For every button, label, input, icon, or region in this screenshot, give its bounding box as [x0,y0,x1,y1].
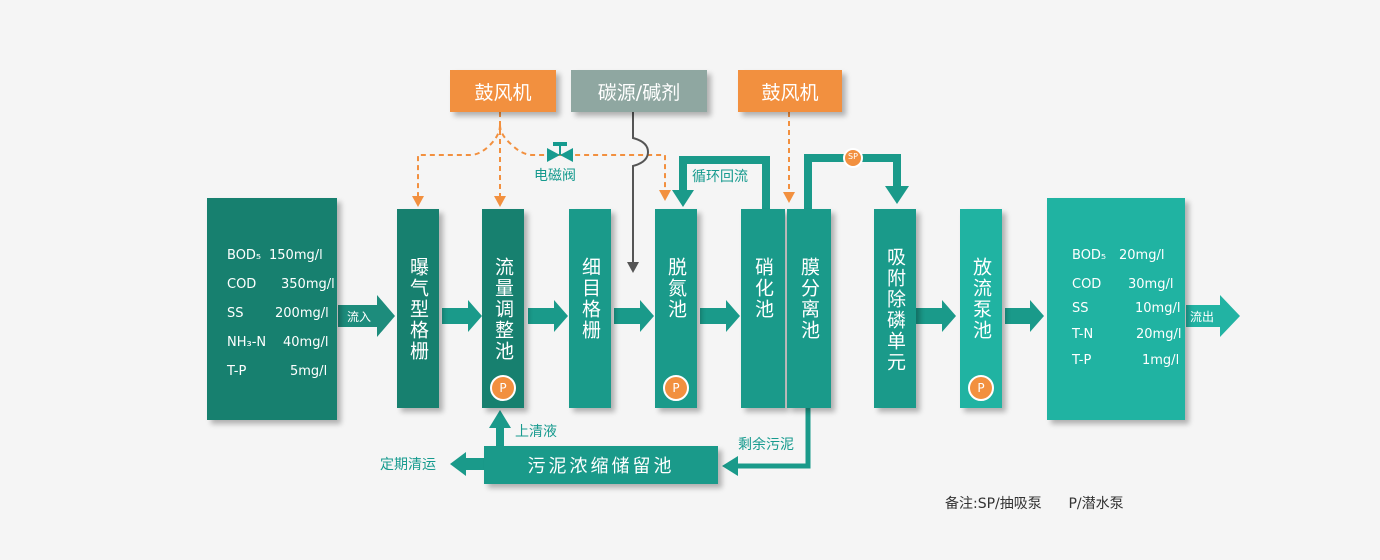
nitrification-tank-label: 硝化池 [752,257,774,320]
membrane-tank: 膜分离池 [787,209,831,408]
submersible-pump-icon: P [663,375,689,401]
sludge-tank-label: 污泥浓缩储留池 [527,456,675,477]
submersible-pump-icon: P [490,375,516,401]
equalization-tank: 流量调整池 P [482,209,524,408]
air-arrow-denitrification [659,190,671,201]
membrane-tank-label: 膜分离池 [798,257,820,341]
blower-2-box: 鼓风机 [738,70,842,112]
air-line-blower-1 [417,112,666,205]
removal-arrow [450,452,484,476]
equalization-tank-label: 流量调整池 [492,257,514,362]
excess-sludge-label: 剩余污泥 [738,437,794,453]
influent-panel: BOD₅ 150mg/l COD 350mg/l SS 200mg/l NH₃-… [207,198,337,420]
influent-param: NH₃-N [227,335,267,350]
periodic-removal-label: 定期清运 [380,457,436,473]
discharge-pump-tank-label: 放流泵池 [970,257,992,341]
excess-sludge-arrow [722,456,738,476]
solenoid-valve-icon [547,142,573,162]
fine-screen-tank: 细目格栅 [569,209,611,408]
influent-value: 150mg/l [269,248,323,263]
supernatant-label: 上清液 [515,424,557,440]
nitrification-tank: 硝化池 [741,209,785,408]
aeration-screen-tank: 曝气型格栅 [397,209,439,408]
influent-value: 5mg/l [290,364,328,379]
blower-2-label: 鼓风机 [761,81,819,104]
circulation-return-line [679,156,770,210]
submersible-pump-icon: P [968,375,994,401]
influent-param: T-P [227,364,247,379]
effluent-panel: BOD₅ 20mg/l COD 30mg/l SS 10mg/l T-N 20m… [1047,198,1185,420]
outflow-label: 流出 [1190,310,1215,324]
effluent-param: COD [1072,277,1102,292]
influent-value: 200mg/l [275,306,329,321]
supernatant-arrow [489,410,511,428]
effluent-value: 20mg/l [1136,327,1182,342]
influent-param: BOD₅ [227,248,262,263]
circulation-return-label: 循环回流 [692,169,748,185]
effluent-param: T-P [1072,353,1092,368]
denitrification-tank: 脱氮池 P [655,209,697,408]
main-flow-arrows [338,295,1240,337]
sp-arrow [885,186,909,204]
sp-marker-label: SP [848,152,858,161]
carbon-arrow [627,262,639,273]
effluent-param: T-N [1072,327,1094,342]
sp-pump-icon [843,148,863,168]
phosphorus-removal-label: 吸附除磷单元 [884,247,906,373]
inflow-label: 流入 [347,310,372,324]
air-arrow-nitrification [783,192,795,203]
influent-param: SS [227,306,244,321]
carbon-source-box: 碳源/碱剂 [571,70,707,112]
influent-value: 40mg/l [283,335,329,350]
sludge-tank: 污泥浓缩储留池 [484,446,718,484]
influent-value: 350mg/l [281,277,335,292]
air-arrow-equalization [494,196,506,207]
blower-1-label: 鼓风机 [474,81,532,104]
blower-1-box: 鼓风机 [450,70,556,112]
denitrification-tank-label: 脱氮池 [665,257,687,320]
effluent-value: 1mg/l [1142,353,1180,368]
effluent-value: 10mg/l [1135,301,1181,316]
effluent-value: 20mg/l [1119,248,1165,263]
solenoid-valve-label: 电磁阀 [534,168,576,184]
legend-note: 备注:SP/抽吸泵 P/潜水泵 [945,496,1124,512]
air-arrow-aeration [412,196,424,207]
effluent-param: SS [1072,301,1089,316]
circulation-arrow [672,190,694,207]
effluent-value: 30mg/l [1128,277,1174,292]
discharge-pump-tank: 放流泵池 P [960,209,1002,408]
aeration-screen-label: 曝气型格栅 [407,257,429,362]
excess-sludge-line [735,408,811,469]
carbon-source-label: 碳源/碱剂 [597,81,681,104]
influent-param: COD [227,277,257,292]
fine-screen-label: 细目格栅 [579,257,601,341]
phosphorus-removal-unit: 吸附除磷单元 [874,209,916,408]
carbon-source-line [632,112,650,265]
effluent-param: BOD₅ [1072,248,1107,263]
